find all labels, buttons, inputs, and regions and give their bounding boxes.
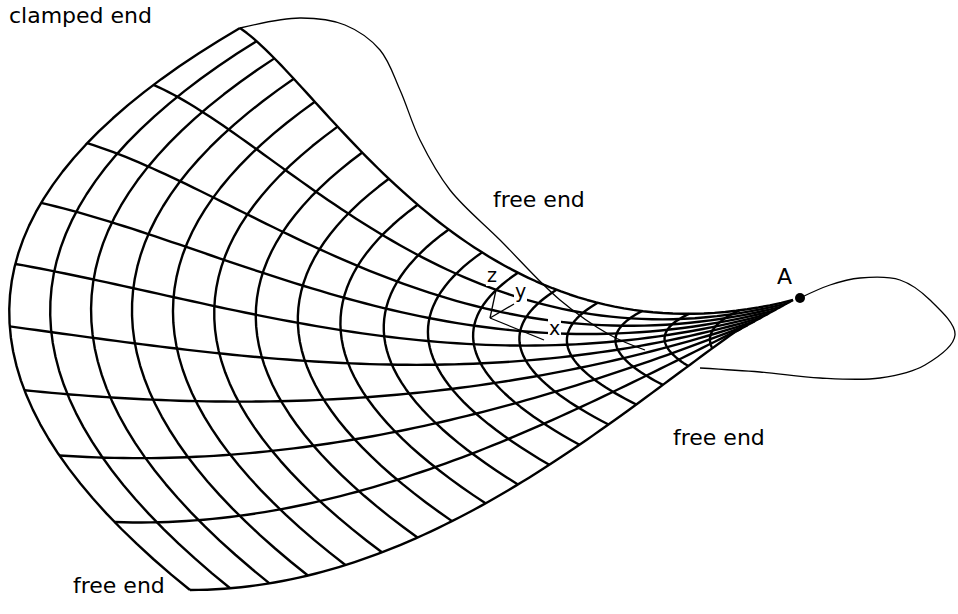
- mesh-line: [173, 102, 345, 565]
- mesh-line: [132, 79, 308, 576]
- axis-line: [490, 318, 544, 340]
- mesh-line: [256, 153, 418, 538]
- mesh-line: [15, 264, 767, 346]
- edge-label: free end: [72, 574, 166, 598]
- mesh-line: [240, 28, 793, 314]
- edge-label: free end: [672, 426, 766, 450]
- mesh-line: [473, 273, 579, 445]
- mesh-line: [340, 205, 485, 504]
- mesh-line: [87, 143, 780, 326]
- mesh-line: [153, 85, 786, 319]
- mesh-line: [190, 332, 735, 590]
- point-marker: [795, 293, 805, 303]
- mesh-line: [50, 41, 256, 588]
- mesh-line: [115, 328, 742, 522]
- axis-label: y: [514, 281, 527, 302]
- mesh-line: [9, 28, 240, 590]
- mesh-line: [41, 203, 774, 334]
- edge-label: free end: [492, 188, 586, 212]
- coordinate-axes: [490, 290, 805, 340]
- mesh-line: [59, 325, 748, 458]
- axis-line: [490, 304, 514, 318]
- mesh-line: [428, 252, 549, 464]
- mesh-line: [24, 321, 754, 401]
- edge-label: clamped end: [8, 4, 153, 28]
- mesh-line: [91, 58, 274, 583]
- mesh-line: [384, 229, 518, 484]
- axis-label: z: [486, 265, 498, 286]
- axis-line: [490, 290, 496, 318]
- shell-mesh: [9, 28, 793, 590]
- mesh-line: [10, 318, 761, 365]
- axis-label: x: [548, 318, 561, 339]
- point-label: A: [776, 265, 793, 289]
